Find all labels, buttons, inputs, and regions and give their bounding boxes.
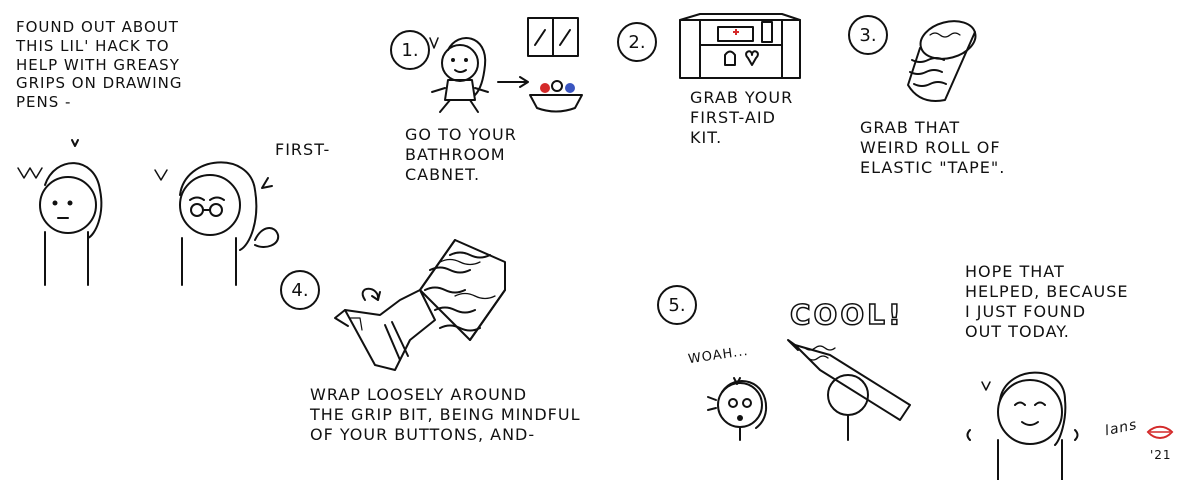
- step4-text: WRAP LOOSELY AROUND THE GRIP BIT, BEING …: [310, 385, 581, 444]
- step3-text: GRAB THAT WEIRD ROLL OF ELASTIC "TAPE".: [860, 118, 1006, 177]
- character-outro: [966, 371, 1079, 480]
- step4-drawing: [334, 239, 506, 371]
- step5-drawing: [707, 339, 911, 441]
- step1-drawing: [429, 17, 583, 113]
- character-explainer: [154, 161, 280, 286]
- lips-stamp: [1146, 425, 1174, 439]
- step1-text: GO TO YOUR BATHROOM CABNET.: [405, 125, 517, 184]
- signature-year: '21: [1150, 448, 1172, 462]
- character-listener: [17, 139, 103, 286]
- step5-number: 5.: [657, 285, 697, 325]
- step4-number: 4.: [280, 270, 320, 310]
- step3-number: 3.: [848, 15, 888, 55]
- outro-text: HOPE THAT HELPED, BECAUSE I JUST FOUND O…: [965, 262, 1129, 341]
- step2-text: GRAB YOUR FIRST-AID KIT.: [690, 88, 794, 147]
- step3-drawing: [907, 20, 977, 102]
- intro-text: FOUND OUT ABOUT THIS LIL' HACK TO HELP W…: [16, 18, 183, 111]
- step2-number: 2.: [617, 22, 657, 62]
- step1-number: 1.: [390, 30, 430, 70]
- step2-drawing: [679, 13, 801, 79]
- step5-cool: COOL!: [789, 297, 904, 332]
- first-text: FIRST-: [275, 140, 331, 159]
